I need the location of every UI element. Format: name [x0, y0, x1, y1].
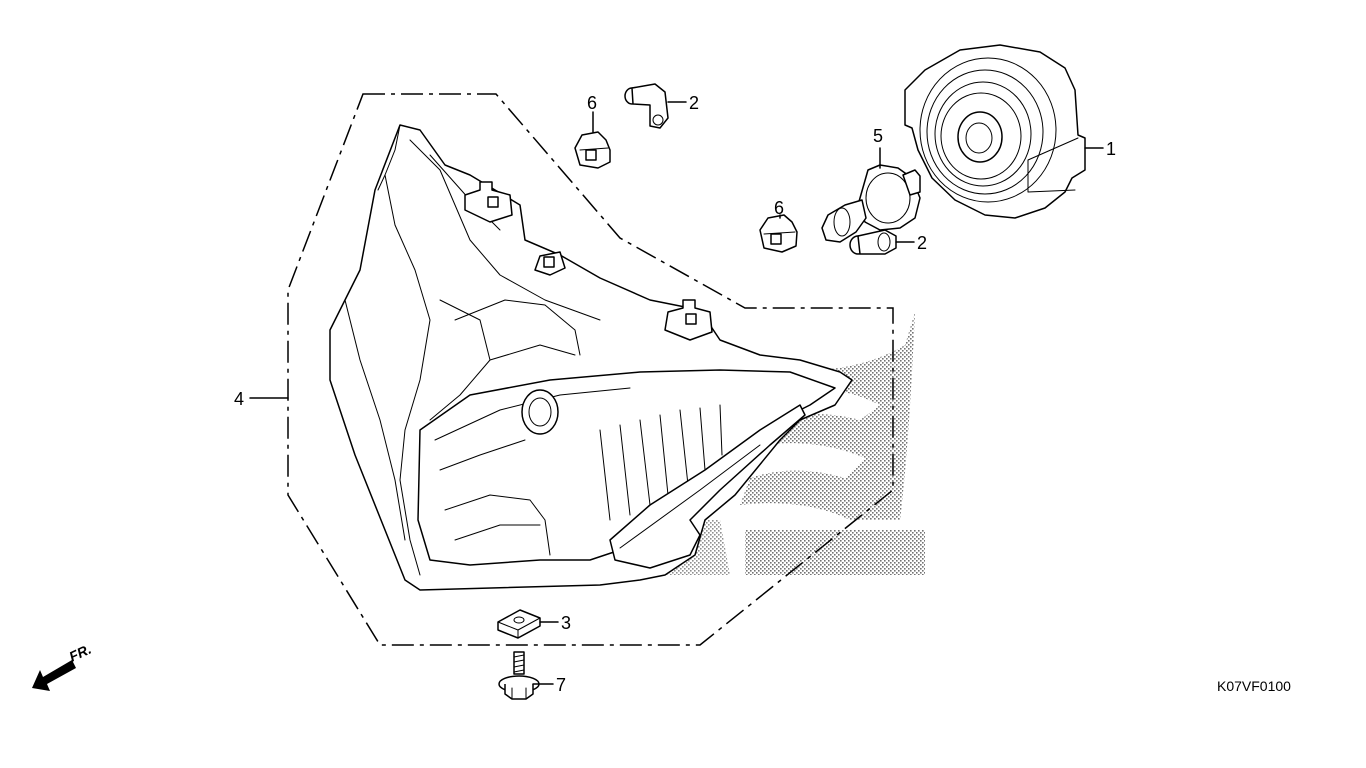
front-label: FR.: [67, 641, 94, 665]
halogen-bulb: [821, 164, 921, 243]
front-direction-indicator: FR.: [32, 641, 94, 691]
leader-lines: [249, 101, 1104, 685]
callout-3: 3: [561, 613, 571, 633]
callout-2-lower: 2: [917, 233, 927, 253]
callout-4: 4: [234, 389, 244, 409]
square-nut: [497, 609, 541, 639]
callout-6-upper: 6: [587, 93, 597, 113]
assembly-boundary: [287, 93, 894, 646]
bulb-socket-rubber-cap-upper: [624, 83, 669, 129]
headlight-rear-cover: [904, 44, 1086, 219]
drawing-code: K07VF0100: [1217, 678, 1291, 694]
front-arrow-icon: [32, 660, 76, 691]
callout-1: 1: [1106, 139, 1116, 159]
position-bulb-socket-lower: [759, 214, 798, 253]
callout-7: 7: [556, 675, 566, 695]
callout-6-lower: 6: [774, 198, 784, 218]
flange-bolt: [498, 651, 540, 700]
callout-5: 5: [873, 126, 883, 146]
callout-2-upper: 2: [689, 93, 699, 113]
headlight-assembly: [329, 124, 853, 591]
bulb-socket-rubber-cap-lower: [849, 229, 897, 255]
position-bulb-socket-upper: [574, 131, 611, 169]
